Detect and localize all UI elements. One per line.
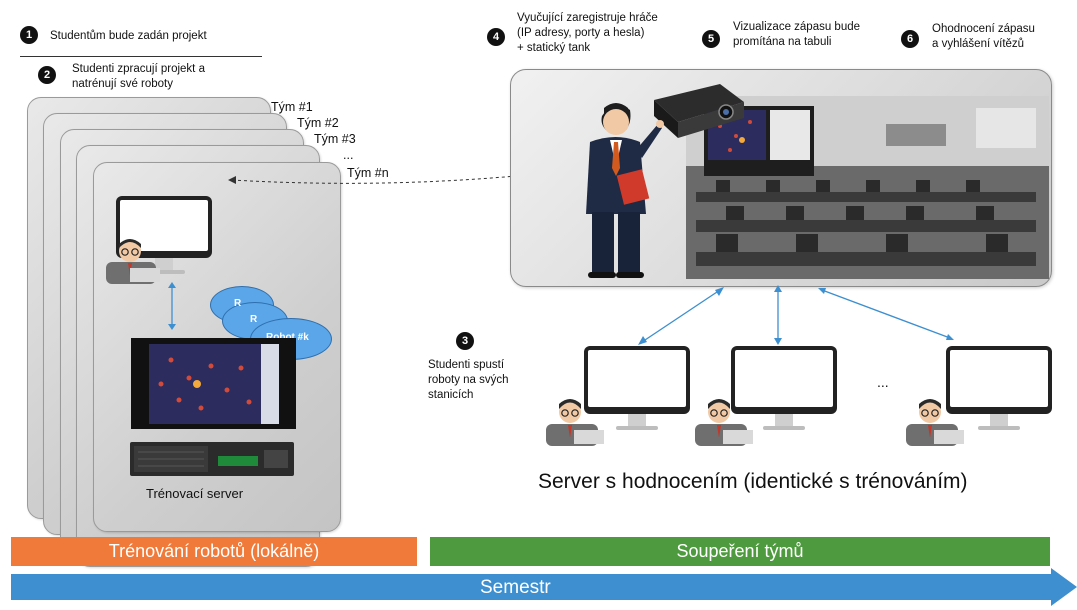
step-3-line: roboty na svých — [428, 374, 509, 386]
step-2-line: natrénují své roboty — [72, 78, 174, 90]
step-1-number: 1 — [20, 26, 38, 44]
step-6-line: a vyhlášení vítězů — [932, 38, 1025, 50]
step-5-line: Vizualizace zápasu bude — [733, 21, 861, 33]
team-label-ellipsis: ... — [343, 148, 354, 162]
step-2-text: Studenti zpracují projekt a natrénují sv… — [72, 62, 205, 92]
step-3-text: Studenti spustí roboty na svých stanicíc… — [428, 358, 509, 403]
cloud-label: Robot #k — [266, 332, 309, 343]
semester-label: Semestr — [480, 577, 551, 598]
teacher-icon — [586, 103, 664, 278]
panel-connectors — [638, 285, 954, 345]
team-label-2: Tým #2 — [297, 116, 339, 130]
step-5-line: promítána na tabuli — [733, 36, 832, 48]
step-2-line: Studenti zpracují projekt a — [72, 63, 205, 75]
student-icon — [106, 239, 160, 284]
step-4-line: (IP adresy, porty a hesla) — [517, 27, 645, 39]
step-1-text: Studentům bude zadán projekt — [50, 29, 207, 44]
student-icon — [695, 399, 753, 446]
step-3-line: Studenti spustí — [428, 359, 505, 371]
server-rack-icon — [130, 442, 294, 476]
competition-phase-bar: Soupeření týmů — [430, 537, 1050, 566]
step-6-line: Ohodnocení zápasu — [932, 23, 1035, 35]
step-4-number: 4 — [487, 28, 505, 46]
step-3-line: stanicích — [428, 389, 474, 401]
projector-icon — [654, 84, 744, 138]
stations-ellipsis: ... — [877, 374, 889, 390]
classroom-photo — [686, 96, 1049, 279]
game-screenshot — [131, 338, 296, 429]
step-6-text: Ohodnocení zápasu a vyhlášení vítězů — [932, 22, 1035, 52]
student-icon — [546, 399, 604, 446]
step-6-number: 6 — [901, 30, 919, 48]
step-1-line: Studentům bude zadán projekt — [50, 30, 207, 42]
step-1-divider — [20, 56, 262, 57]
step-5-text: Vizualizace zápasu bude promítána na tab… — [733, 20, 860, 50]
step-4-text: Vyučující zaregistruje hráče (IP adresy,… — [517, 11, 658, 56]
step-4-line: + statický tank — [517, 42, 591, 54]
cloud-label: R — [250, 314, 258, 325]
training-server-label: Trénovací server — [146, 486, 244, 501]
team-label-1: Tým #1 — [271, 100, 313, 114]
team-label-n: Tým #n — [347, 166, 389, 180]
cloud-label: R — [234, 298, 242, 309]
semester-arrow — [11, 568, 1077, 606]
evaluation-server-label: Server s hodnocením (identické s trénová… — [538, 470, 968, 493]
connector-arrow — [168, 282, 176, 330]
step-5-number: 5 — [702, 30, 720, 48]
step-2-number: 2 — [38, 66, 56, 84]
training-phase-bar: Trénování robotů (lokálně) — [11, 537, 417, 566]
step-4-line: Vyučující zaregistruje hráče — [517, 12, 658, 24]
student-icon — [906, 399, 964, 446]
team-label-3: Tým #3 — [314, 132, 356, 146]
step-3-number: 3 — [456, 332, 474, 350]
